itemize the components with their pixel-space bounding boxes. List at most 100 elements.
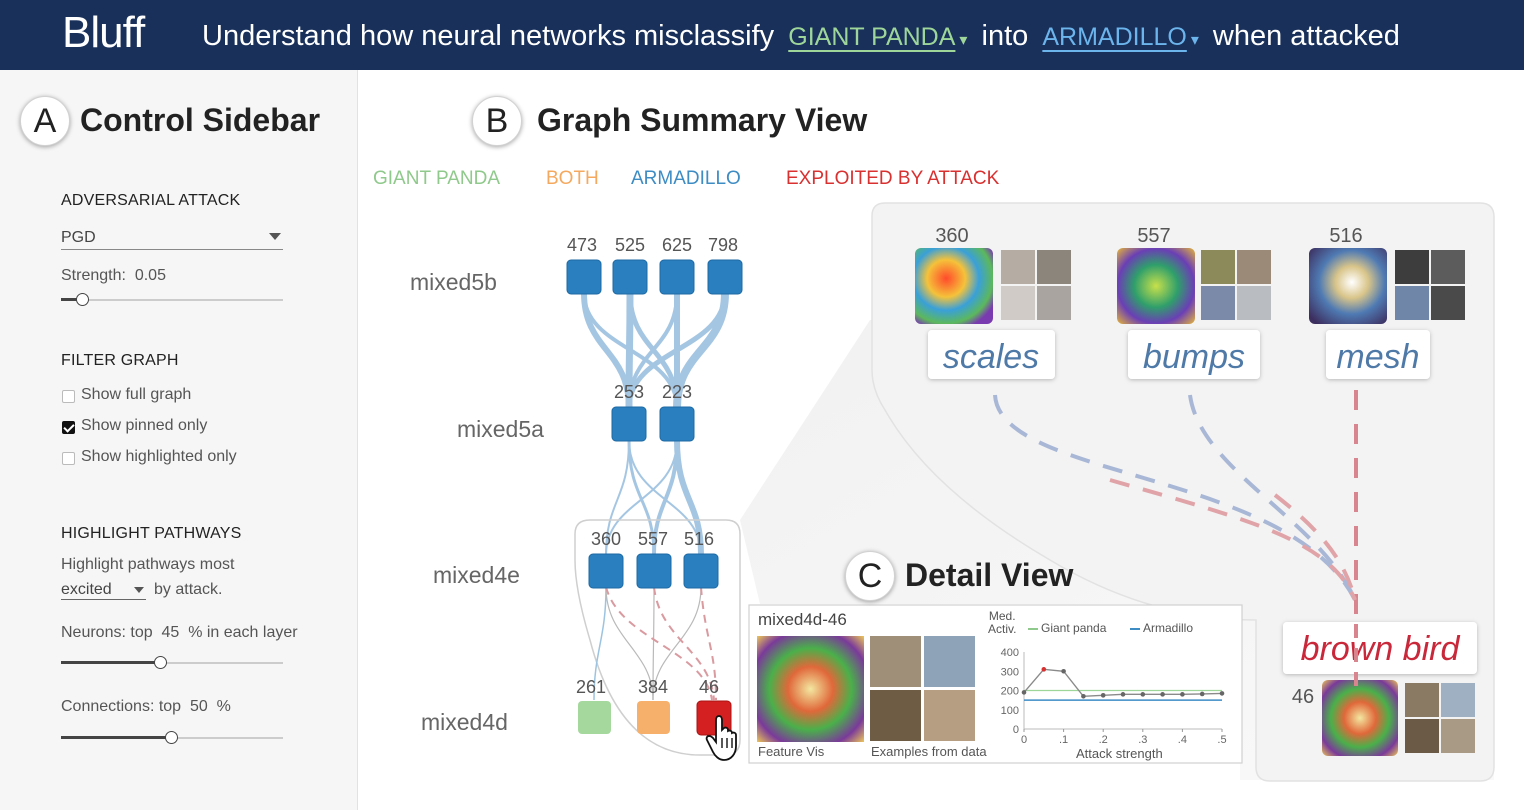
attack-select[interactable]: PGD: [61, 229, 283, 250]
slider-handle[interactable]: [154, 656, 167, 669]
node-id: 253: [614, 382, 644, 402]
y-tick-label: 0: [1013, 724, 1019, 736]
edges-5a-4e: [605, 439, 704, 556]
layer-label-mixed4e: mixed4e: [433, 562, 520, 588]
source-class-label: GIANT PANDA: [788, 23, 956, 51]
example-image: [1441, 683, 1475, 717]
legend-armadillo[interactable]: ARMADILLO: [631, 168, 741, 189]
slider-handle[interactable]: [76, 293, 89, 306]
target-class-dropdown[interactable]: ARMADILLO▾: [1042, 23, 1199, 51]
strength-label: Strength: 0.05: [61, 267, 166, 284]
control-sidebar: A Control Sidebar ADVERSARIAL ATTACK PGD…: [0, 70, 358, 810]
layer-label-mixed5a: mixed5a: [457, 416, 544, 442]
filter-checkbox[interactable]: [62, 390, 75, 403]
detail-feature-visualization: [757, 636, 864, 742]
feature-label-brown-bird: brown bird: [1283, 622, 1477, 674]
feature-id: 360: [935, 225, 968, 247]
attack-select-value: PGD: [61, 229, 96, 246]
example-image: [1405, 719, 1439, 753]
x-tick-label: .2: [1099, 734, 1108, 746]
x-tick-label: .3: [1138, 734, 1147, 746]
neuron-node[interactable]: [566, 259, 602, 295]
node-id: 223: [662, 382, 692, 402]
example-image: [1441, 719, 1475, 753]
data-point: [1120, 692, 1126, 697]
example-image: [1395, 286, 1429, 320]
feature-label-mesh: mesh: [1326, 330, 1430, 379]
feature-label-bumps: bumps: [1128, 330, 1260, 379]
example-image: [1201, 286, 1235, 320]
layer-label-mixed4d: mixed4d: [421, 709, 508, 735]
feature-visualization[interactable]: [915, 248, 993, 324]
attack-heading: ADVERSARIAL ATTACK: [61, 192, 241, 209]
data-point: [1140, 692, 1146, 697]
feature-id: 46: [1292, 686, 1314, 708]
feature-visualization[interactable]: [1117, 248, 1195, 324]
neurons-slider[interactable]: [61, 656, 283, 670]
chart-xlabel: Attack strength: [1076, 746, 1163, 761]
highlight-select[interactable]: excited: [61, 581, 146, 600]
neuron-node[interactable]: [612, 259, 648, 295]
feature-557: 557: [1117, 225, 1271, 324]
example-image: [1037, 286, 1071, 320]
x-tick-label: .4: [1178, 734, 1187, 746]
feature-label: brown bird: [1301, 630, 1461, 668]
node-id: 525: [615, 235, 645, 255]
legend-exploited[interactable]: EXPLOITED BY ATTACK: [786, 168, 1000, 189]
y-tick-label: 400: [1001, 647, 1019, 659]
example-image: [1001, 250, 1035, 284]
examples-label: Examples from data: [871, 744, 987, 759]
legend-both[interactable]: BOTH: [546, 168, 599, 189]
chevron-down-icon: ▾: [959, 32, 968, 49]
layer-mixed4d: 261 384 46: [576, 677, 732, 736]
chevron-down-icon: ▾: [1190, 32, 1199, 49]
filter-option-label[interactable]: Show full graph: [81, 386, 192, 403]
example-image: [1037, 250, 1071, 284]
example-image: [1001, 286, 1035, 320]
node-id: 798: [708, 235, 738, 255]
node-id: 384: [638, 677, 668, 697]
data-point: [1160, 692, 1165, 697]
feature-id: 557: [1137, 225, 1170, 247]
neuron-node[interactable]: [588, 553, 624, 589]
neuron-node-exploited[interactable]: [696, 700, 732, 736]
headline-prefix: Understand how neural networks misclassi…: [202, 20, 775, 52]
neuron-node[interactable]: [636, 553, 672, 589]
neuron-node[interactable]: [659, 259, 695, 295]
filter-option-label[interactable]: Show pinned only: [81, 417, 208, 434]
feature-vis-label: Feature Vis: [758, 744, 825, 759]
neuron-node[interactable]: [707, 259, 743, 295]
neuron-node-panda[interactable]: [578, 701, 611, 734]
connections-slider[interactable]: [61, 731, 283, 745]
y-tick-label: 200: [1001, 686, 1019, 698]
feature-visualization[interactable]: [1322, 680, 1398, 756]
neuron-node-both[interactable]: [637, 701, 670, 734]
data-point: [1219, 691, 1225, 696]
layer-label-mixed5b: mixed5b: [410, 269, 497, 295]
strength-slider[interactable]: [61, 293, 283, 307]
feature-id: 516: [1329, 225, 1362, 247]
chevron-down-icon: [269, 233, 281, 240]
filter-checkbox[interactable]: [62, 421, 75, 434]
feature-46: 46: [1292, 680, 1475, 756]
feature-label: mesh: [1336, 338, 1419, 376]
neuron-node[interactable]: [611, 406, 647, 442]
feature-visualization[interactable]: [1309, 248, 1387, 324]
detail-neuron-name: mixed4d-46: [758, 610, 847, 629]
example-image: [870, 690, 921, 741]
feature-label: scales: [943, 338, 1039, 376]
connections-label: Connections: top 50 %: [61, 698, 231, 715]
source-class-dropdown[interactable]: GIANT PANDA▾: [788, 23, 967, 51]
legend-giant-panda[interactable]: GIANT PANDA: [373, 168, 501, 189]
neuron-node[interactable]: [659, 406, 695, 442]
neuron-node[interactable]: [683, 553, 719, 589]
y-tick-label: 300: [1001, 666, 1019, 678]
filter-option-label[interactable]: Show highlighted only: [81, 448, 237, 465]
filter-checkbox[interactable]: [62, 452, 75, 465]
x-tick-label: 0: [1021, 734, 1027, 746]
slider-handle[interactable]: [165, 731, 178, 744]
edges-4e-4d: [593, 586, 717, 701]
feature-516: 516: [1309, 225, 1465, 324]
node-id: 516: [684, 529, 714, 549]
